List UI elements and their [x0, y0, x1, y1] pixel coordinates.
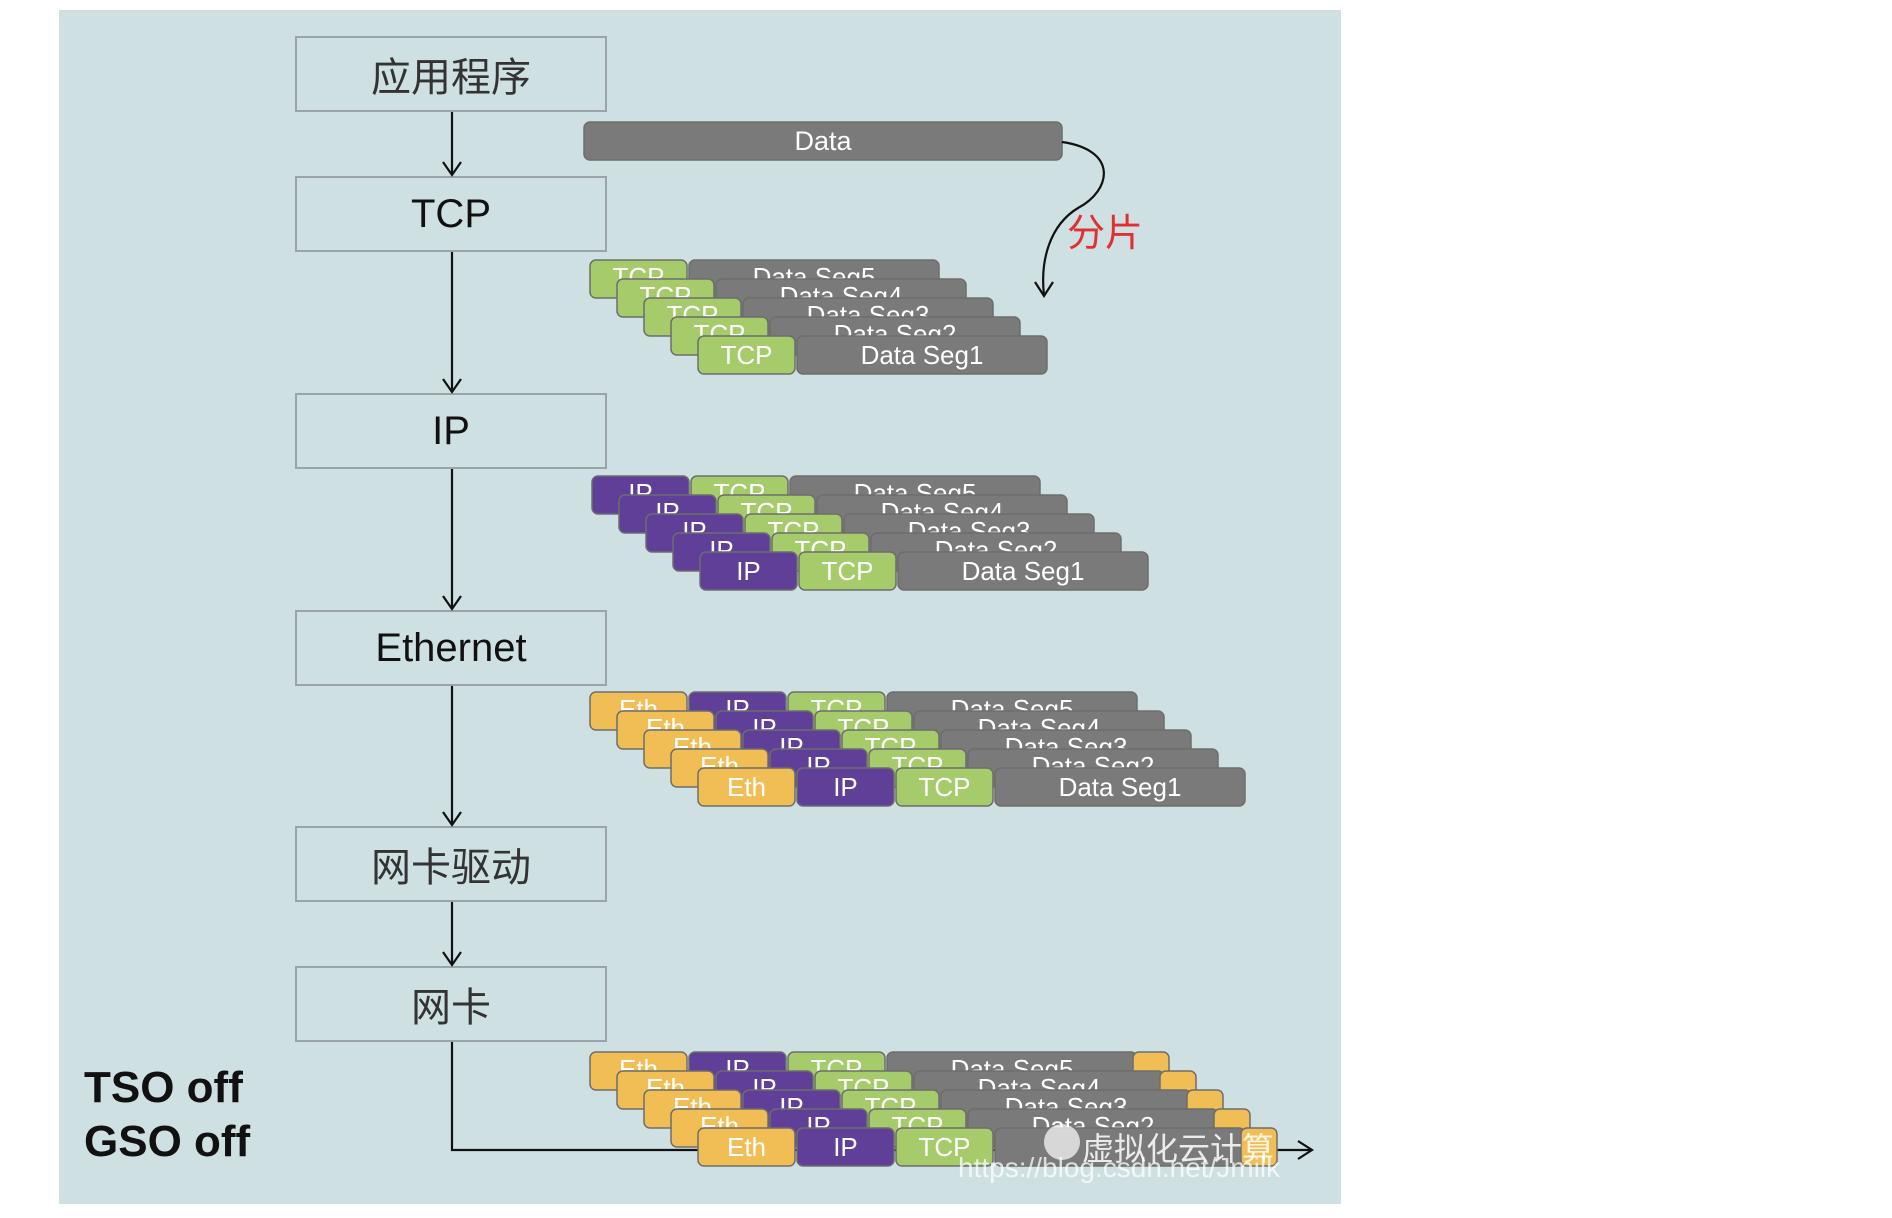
- watermark-logo-icon: [1044, 1124, 1080, 1160]
- diagram-panel: [59, 10, 1341, 1204]
- g1-seg1-data: [796, 335, 1048, 375]
- split-label: 分片: [1067, 213, 1143, 255]
- g3-seg1-eth-header: [697, 767, 796, 807]
- layer-tcp: TCP: [295, 176, 607, 252]
- data-bar-label: Data: [794, 126, 852, 156]
- layer-ip: IP: [295, 393, 607, 469]
- g4-seg1-eth-header: [697, 1127, 796, 1167]
- layer-ethernet: Ethernet: [295, 610, 607, 686]
- g4-seg1-eth-trailer: [1240, 1127, 1278, 1167]
- g2-seg1-ip-label: IP: [736, 556, 761, 586]
- g3-seg1-ip-header: [796, 767, 895, 807]
- data-bar: [583, 121, 1063, 161]
- g3-seg1-tcp-header: [895, 767, 994, 807]
- stack-arrowhead-3: [442, 595, 462, 611]
- layer-application: 应用程序: [295, 36, 607, 112]
- g1-seg1-tcp-header: [697, 335, 796, 375]
- wire-arrowhead: [1297, 1140, 1315, 1160]
- g3-seg1-data: [994, 767, 1246, 807]
- stack-arrowhead-4: [442, 811, 462, 827]
- watermark-brand: 虚拟化云计算: [1082, 1130, 1275, 1168]
- stack-arrowhead-2: [442, 378, 462, 394]
- split-arrowhead: [1034, 281, 1054, 299]
- g2-seg1-data-label: Data Seg1: [962, 556, 1085, 586]
- split-arrow: [1042, 140, 1105, 296]
- g3-seg1-eth-label: Eth: [727, 772, 766, 802]
- stack-arrowhead-1: [442, 161, 462, 177]
- mode-tso: TSO off: [84, 1063, 243, 1112]
- g3-seg1-data-label: Data Seg1: [1059, 772, 1182, 802]
- layer-nic-driver: 网卡驱动: [295, 826, 607, 902]
- g4-seg1-tcp-label: TCP: [919, 1132, 971, 1162]
- g4-seg1-tcp-header: [895, 1127, 994, 1167]
- g4-seg1-ip-header: [796, 1127, 895, 1167]
- g3-seg1-tcp-label: TCP: [919, 772, 971, 802]
- g2-seg1-tcp-header: [798, 551, 897, 591]
- g2-seg1-ip-header: [699, 551, 798, 591]
- watermark-url: https://blog.csdn.net/Jmilk: [958, 1152, 1281, 1183]
- g1-seg1-data-label: Data Seg1: [861, 340, 984, 370]
- g2-seg1-tcp-label: TCP: [822, 556, 874, 586]
- g4-seg1-eth-label: Eth: [727, 1132, 766, 1162]
- g4-seg1-ip-label: IP: [833, 1132, 858, 1162]
- mode-gso: GSO off: [84, 1117, 251, 1166]
- layer-nic: 网卡: [295, 966, 607, 1042]
- g1-seg1-tcp-label: TCP: [721, 340, 773, 370]
- g3-seg1-ip-label: IP: [833, 772, 858, 802]
- g2-seg1-data: [897, 551, 1149, 591]
- stack-arrowhead-5: [442, 951, 462, 967]
